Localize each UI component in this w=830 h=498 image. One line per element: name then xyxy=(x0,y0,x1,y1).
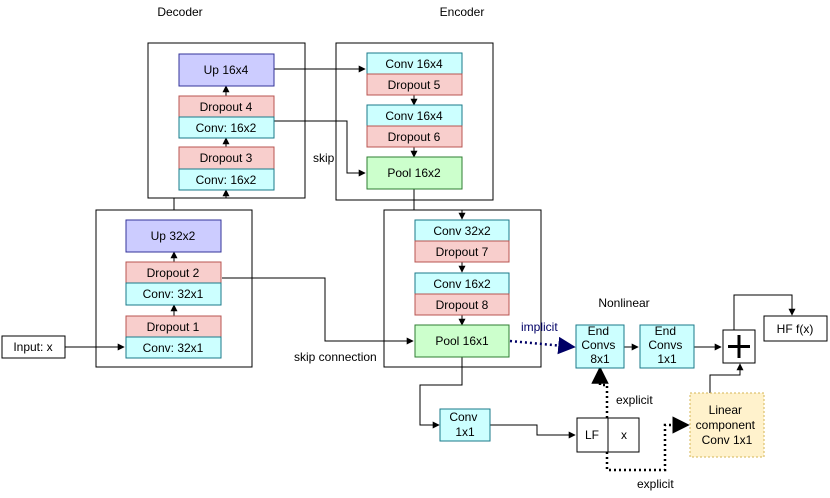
enc-conv-32x2-label: Conv 32x2 xyxy=(433,224,491,238)
end-convs-8x1-block xyxy=(575,324,625,369)
end-convs-1x1-label: End Convs 1x1 xyxy=(648,324,685,366)
end-convs-8x1-label: End Convs 8x1 xyxy=(581,324,618,366)
dropout-8-label: Dropout 8 xyxy=(436,298,489,312)
implicit-label: implicit xyxy=(521,320,558,334)
dropout-7-label: Dropout 7 xyxy=(436,245,489,259)
edge-conv1x1-to-lf xyxy=(490,424,576,439)
edge-linear-to-plus xyxy=(709,363,744,393)
skip-label: skip xyxy=(313,151,335,165)
edge-plus-to-hf xyxy=(733,294,796,330)
conv-32x1-a-block xyxy=(125,282,222,306)
conv-16x2-a-label: Conv: 16x2 xyxy=(196,121,257,135)
up-16x4-block xyxy=(178,53,275,87)
dropout-6-label: Dropout 6 xyxy=(388,130,441,144)
conv-16x2-a-block xyxy=(178,116,275,139)
edge-pool-to-conv1x1 xyxy=(419,357,463,429)
conv-16x2-b-label: Conv: 16x2 xyxy=(196,173,257,187)
edge-skip-connection xyxy=(222,277,414,345)
dropout-2-label: Dropout 2 xyxy=(147,266,200,280)
dropout-5-label: Dropout 5 xyxy=(388,78,441,92)
end-convs-1x1-line-3: 1x1 xyxy=(657,352,677,366)
dropout-1-label: Dropout 1 xyxy=(147,320,200,334)
decoder-heading: Decoder xyxy=(157,5,202,19)
dropout-6-block xyxy=(366,125,463,148)
end-convs-8x1-line-1: End xyxy=(588,324,609,338)
linear-component-line-3: Conv 1x1 xyxy=(702,433,753,447)
edge-implicit xyxy=(509,336,576,355)
edge-explicit-upper xyxy=(591,366,609,418)
edge-explicit-lower xyxy=(605,416,690,472)
linear-component-label: Linear component Conv 1x1 xyxy=(696,403,759,447)
edge-encoder-upper-to-lower xyxy=(413,189,466,220)
conv-1x1-line-1: Conv xyxy=(449,410,477,424)
conv-1x1-line-2: 1x1 xyxy=(455,425,475,439)
pool-16x2-block xyxy=(366,156,463,190)
linear-component-block xyxy=(689,392,765,458)
edge-skip xyxy=(274,120,366,177)
pool-16x1-block xyxy=(414,324,510,358)
input-label: Input: x xyxy=(13,340,52,354)
hf-output-label: HF f(x) xyxy=(777,322,814,336)
conv-32x1-a-label: Conv: 32x1 xyxy=(143,287,204,301)
conv-1x1-block xyxy=(439,408,491,442)
dropout-7-block xyxy=(414,240,510,263)
dropout-8-block xyxy=(414,293,510,316)
end-convs-8x1-line-2: Convs xyxy=(581,338,615,352)
enc-conv-16x4-a-label: Conv 16x4 xyxy=(385,57,443,71)
dropout-5-block xyxy=(366,73,463,96)
hf-output-block xyxy=(763,315,828,342)
conv-1x1-label: Conv 1x1 xyxy=(449,410,480,439)
up-32x2-label: Up 32x2 xyxy=(151,229,196,243)
lf-label: LF xyxy=(585,428,599,442)
pool-16x2-label: Pool 16x2 xyxy=(387,166,441,180)
dropout-4-label: Dropout 4 xyxy=(200,100,253,114)
conv-32x1-b-label: Conv: 32x1 xyxy=(143,341,204,355)
linear-component-line-1: Linear xyxy=(709,403,742,417)
linear-component-line-2: component xyxy=(696,418,756,432)
nonlinear-heading: Nonlinear xyxy=(598,296,649,310)
skip-connection-label: skip connection xyxy=(294,350,377,364)
explicit-lower-label: explicit xyxy=(637,477,674,491)
conv-32x1-b-block xyxy=(125,336,222,359)
end-convs-8x1-line-3: 8x1 xyxy=(590,352,610,366)
dropout-3-label: Dropout 3 xyxy=(200,151,253,165)
up-32x2-block xyxy=(125,219,222,253)
encoder-heading: Encoder xyxy=(440,5,485,19)
pool-16x1-label: Pool 16x1 xyxy=(435,334,489,348)
enc-conv-16x2-label: Conv 16x2 xyxy=(433,277,491,291)
conv-16x2-b-block xyxy=(178,168,275,191)
end-convs-1x1-line-1: End xyxy=(655,324,676,338)
enc-conv-16x4-b-label: Conv 16x4 xyxy=(385,109,443,123)
x-label: x xyxy=(621,428,627,442)
input-block xyxy=(1,335,66,359)
explicit-upper-label: explicit xyxy=(616,393,653,407)
end-convs-1x1-block xyxy=(639,324,695,369)
end-convs-1x1-line-2: Convs xyxy=(648,338,682,352)
up-16x4-label: Up 16x4 xyxy=(204,63,249,77)
